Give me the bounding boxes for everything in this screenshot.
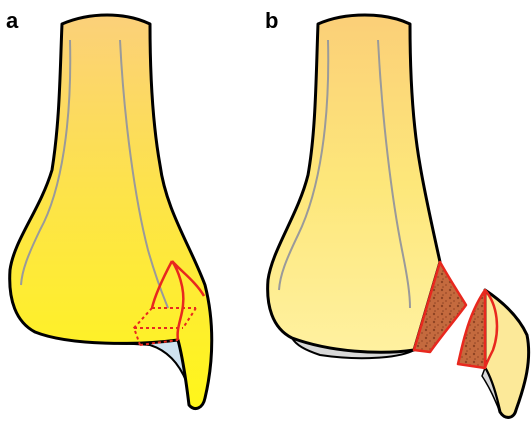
panel-label-a: a bbox=[6, 10, 18, 32]
panel-a-bone-outline bbox=[10, 15, 212, 409]
panel-a-bone bbox=[10, 15, 212, 409]
panel-label-b: b bbox=[265, 10, 278, 32]
panel-b-bone bbox=[268, 15, 529, 417]
panel-b-bone-outline bbox=[268, 15, 440, 352]
